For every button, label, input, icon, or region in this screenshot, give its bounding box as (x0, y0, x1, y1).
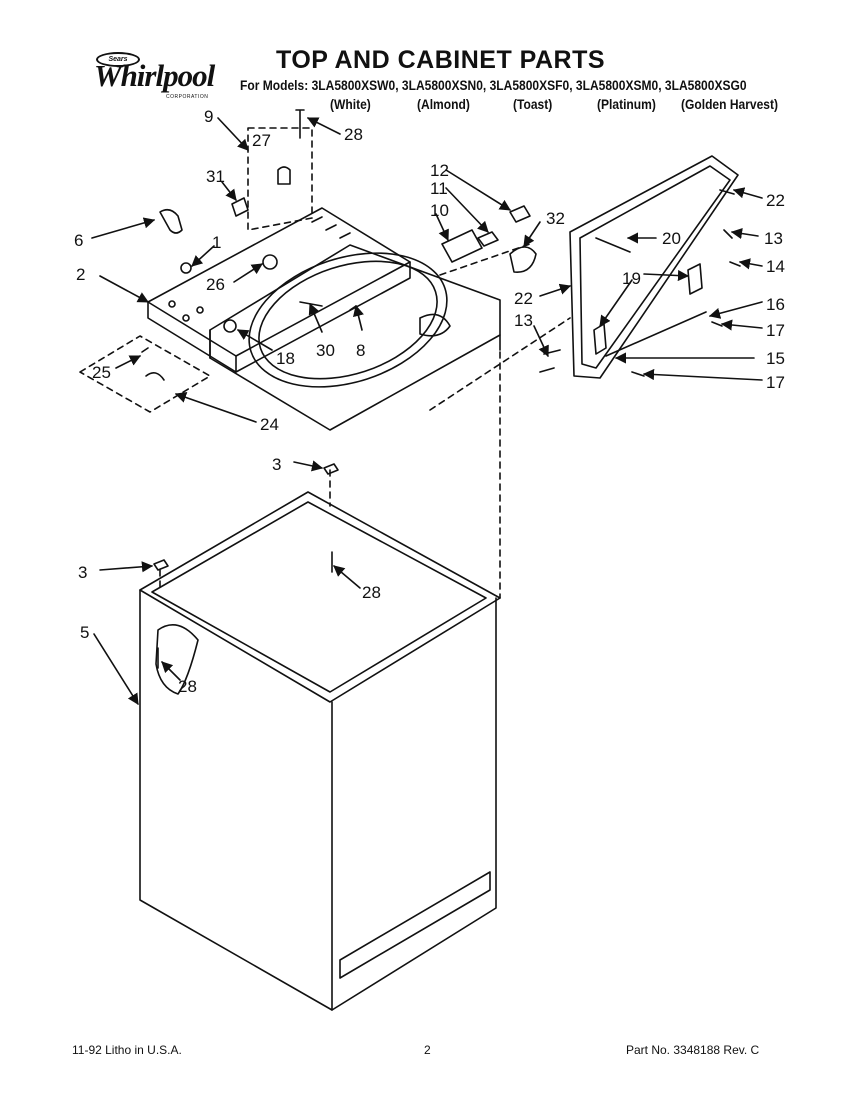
color-white: (White) (330, 96, 371, 112)
callout-30: 30 (316, 341, 335, 360)
logo-wordmark: Whirlpool (94, 58, 215, 93)
color-almond: (Almond) (417, 96, 470, 112)
small-parts (141, 109, 741, 669)
callout-28-middle: 28 (362, 583, 381, 602)
logo-corporation: CORPORATION (166, 94, 209, 100)
callout-26: 26 (206, 275, 225, 294)
callout-10: 10 (430, 201, 449, 220)
callout-5: 5 (80, 623, 89, 642)
callout-25: 25 (92, 363, 111, 382)
callout-9: 9 (204, 107, 213, 126)
callout-13-left: 13 (514, 311, 533, 330)
callout-28-cabinet: 28 (178, 677, 197, 696)
cabinet (139, 491, 501, 1011)
whirlpool-logo: Sears Whirlpool CORPORATION (94, 52, 226, 102)
callout-2: 2 (76, 265, 85, 284)
callout-3-left: 3 (78, 563, 87, 582)
callout-6: 6 (74, 231, 83, 250)
callout-17-top: 17 (766, 321, 785, 340)
callout-20: 13 (764, 229, 783, 248)
color-golden-harvest: (Golden Harvest) (681, 96, 779, 112)
callout-32: 32 (546, 209, 565, 228)
page-title: TOP AND CABINET PARTS (276, 46, 606, 74)
callout-17-bottom: 17 (766, 373, 785, 392)
logo-badge: Sears (96, 52, 140, 67)
color-toast: (Toast) (513, 96, 553, 112)
footer-part-number: Part No. 3348188 Rev. C (626, 1043, 760, 1057)
console-panel (147, 207, 411, 373)
callout-8: 8 (356, 341, 365, 360)
callout-22-top: 22 (766, 191, 785, 210)
callout-15: 15 (766, 349, 785, 368)
callout-24: 24 (260, 415, 279, 434)
models-line: For Models: 3LA5800XSW0, 3LA5800XSN0, 3L… (240, 77, 747, 93)
washer-top (209, 244, 501, 431)
callout-1: 1 (212, 233, 221, 252)
callout-3-top: 3 (272, 455, 281, 474)
callout-31: 31 (206, 167, 225, 186)
callout-22-lid: 20 (662, 229, 681, 248)
callout-11: 11 (430, 179, 448, 198)
alignment-lines (79, 127, 571, 599)
callout-16: 16 (766, 295, 785, 314)
color-platinum: (Platinum) (597, 96, 656, 112)
footer-litho: 11-92 Litho in U.S.A. (72, 1043, 182, 1057)
callout-13-right: 14 (766, 257, 785, 276)
callout-27: 27 (252, 131, 271, 150)
callout-leaders (91, 117, 763, 705)
callout-18: 18 (276, 349, 295, 368)
callout-28: 28 (344, 125, 363, 144)
footer-page-number: 2 (424, 1043, 431, 1057)
callout-numbers: 9 27 28 31 12 11 10 32 22 6 1 2 26 20 13… (74, 107, 785, 696)
callout-12: 12 (430, 161, 449, 180)
callout-14: 19 (622, 269, 641, 288)
callout-19: 22 (514, 289, 533, 308)
washer-lid (569, 155, 739, 379)
